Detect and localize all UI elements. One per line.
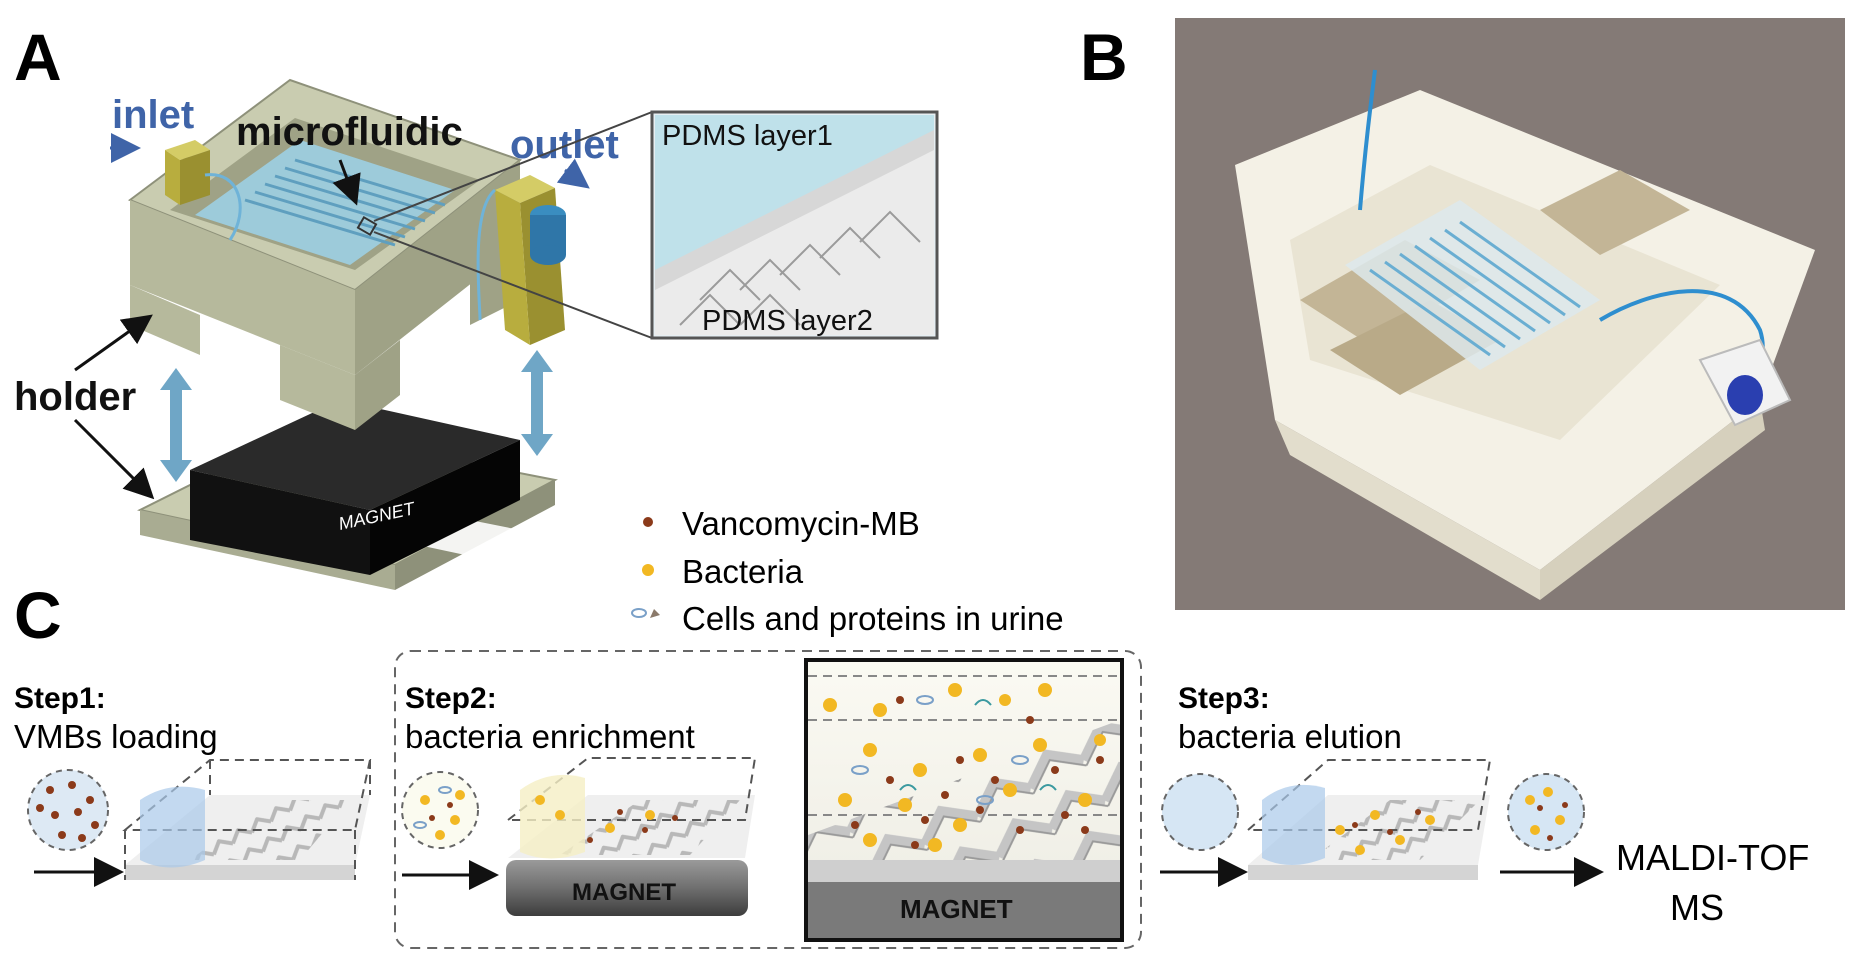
legend-bacteria-label: Bacteria <box>682 553 804 590</box>
step2-container <box>394 650 1142 949</box>
zoom-region-marker <box>356 215 378 237</box>
legend-cells-label: Cells and proteins in urine <box>682 600 1064 637</box>
legend-bacteria-marker <box>642 564 654 576</box>
step3-buffer-circle <box>1161 773 1239 851</box>
zoom-leader-top <box>373 111 653 222</box>
step3-eluate-circle <box>1507 773 1585 851</box>
legend-cells-marker <box>631 608 647 618</box>
legend: Vancomycin-MB Bacteria Cells and protein… <box>631 505 1064 637</box>
maldi-label-line1: MALDI-TOF <box>1616 837 1809 878</box>
zoom-detail: MAGNET <box>804 658 1124 942</box>
pdms-layer1-label: PDMS layer1 <box>662 120 833 152</box>
step1-title: Step1: <box>14 682 106 715</box>
step2-desc: bacteria enrichment <box>405 718 695 755</box>
step2-sample-circle <box>401 771 479 849</box>
legend-vancomycin-label: Vancomycin-MB <box>682 505 920 542</box>
step2-title: Step2: <box>405 682 497 715</box>
step1-sample-circle <box>27 769 109 851</box>
step2-magnet-label: MAGNET <box>572 879 676 906</box>
inlet-label: inlet <box>112 93 194 137</box>
step1-desc: VMBs loading <box>14 718 218 755</box>
step3-chip <box>1245 759 1492 880</box>
zoom-leader-bottom <box>373 231 653 339</box>
step2-chip: MAGNET <box>505 757 757 916</box>
pdms-layer2-label: PDMS layer2 <box>702 305 873 337</box>
step1-chip <box>122 759 372 880</box>
microfluidic-label: microfluidic <box>236 110 463 154</box>
outlet-arrow <box>556 158 590 189</box>
holder-body <box>127 78 523 430</box>
lift-arrow-right <box>521 350 553 456</box>
panel-c: C Vancomycin-MB Bacteria Cells and prote… <box>14 505 1809 949</box>
inlet-block <box>165 140 210 205</box>
legend-vancomycin-marker <box>643 517 653 527</box>
panel-a-letter: A <box>14 20 62 94</box>
panel-b: B <box>1080 18 1845 610</box>
holder-label: holder <box>14 375 136 419</box>
outlet-block <box>495 175 566 345</box>
zoom-magnet-label: MAGNET <box>900 894 1013 924</box>
step3-title: Step3: <box>1178 682 1270 715</box>
panel-c-letter: C <box>14 578 62 652</box>
photo-holder <box>1235 69 1815 600</box>
step3-desc: bacteria elution <box>1178 718 1402 755</box>
pdms-inset: PDMS layer1 PDMS layer2 <box>650 110 939 340</box>
microfluidic-pointer <box>332 159 361 206</box>
maldi-label-line2: MS <box>1670 887 1724 928</box>
magnet-block: MAGNET <box>190 400 520 575</box>
lift-arrow-left <box>160 368 192 482</box>
holder-pointer-top <box>74 314 153 372</box>
panel-b-letter: B <box>1080 20 1128 94</box>
tubing <box>204 173 497 321</box>
holder-pointer-bottom <box>73 418 155 500</box>
panel-a: A MAGNET <box>14 20 939 590</box>
